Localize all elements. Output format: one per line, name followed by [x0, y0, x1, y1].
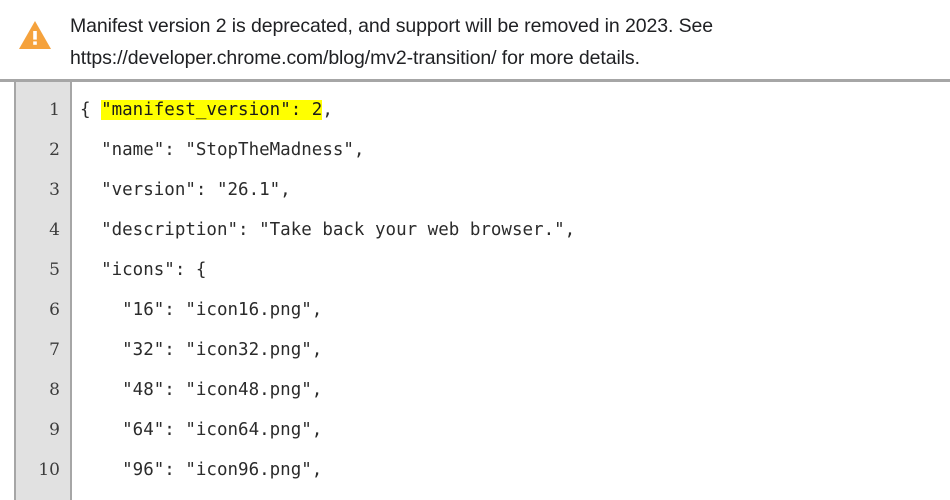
- line-number: 1: [49, 100, 60, 120]
- line-number: 6: [49, 300, 60, 320]
- highlighted-manifest-version-token: "manifest_version": 2: [101, 100, 323, 120]
- code-text: "icons": {: [80, 260, 207, 280]
- code-block-top-divider: [0, 79, 950, 82]
- code-text: "32": "icon32.png",: [80, 340, 323, 360]
- manifest-json-code-viewer: 1 2 3 4 5 6 7 8 9 10 { "manifest_version": 2, "na…: [14, 82, 950, 500]
- code-line: "icons": {: [80, 250, 950, 290]
- line-number: 7: [49, 340, 60, 360]
- code-line: { "manifest_version": 2,: [80, 90, 950, 130]
- warning-banner-text: Manifest version 2 is deprecated, and su…: [70, 15, 713, 69]
- code-text: "version": "26.1",: [80, 180, 291, 200]
- line-number: 4: [49, 220, 60, 240]
- line-number: 2: [49, 140, 60, 160]
- line-number-gutter: 1 2 3 4 5 6 7 8 9 10: [16, 82, 72, 500]
- line-number: 8: [49, 380, 60, 400]
- line-number: 10: [38, 460, 60, 480]
- code-line: "description": "Take back your web brows…: [80, 210, 950, 250]
- line-number: 9: [49, 420, 60, 440]
- code-text: "16": "icon16.png",: [80, 300, 323, 320]
- code-text: "name": "StopTheMadness",: [80, 140, 365, 160]
- code-text: "96": "icon96.png",: [80, 460, 323, 480]
- code-line: "name": "StopTheMadness",: [80, 130, 950, 170]
- code-text: "64": "icon64.png",: [80, 420, 323, 440]
- code-line: "48": "icon48.png",: [80, 370, 950, 410]
- manifest-deprecation-warning-banner: Manifest version 2 is deprecated, and su…: [0, 0, 950, 79]
- code-line: "32": "icon32.png",: [80, 330, 950, 370]
- code-line: "version": "26.1",: [80, 170, 950, 210]
- code-content-area[interactable]: { "manifest_version": 2, "name": "StopTh…: [72, 82, 950, 500]
- code-text: "description": "Take back your web brows…: [80, 220, 576, 240]
- code-line: "64": "icon64.png",: [80, 410, 950, 450]
- line-number: 5: [49, 260, 60, 280]
- code-text: ,: [322, 100, 333, 120]
- line-number: 3: [49, 180, 60, 200]
- code-text: "48": "icon48.png",: [80, 380, 323, 400]
- code-line: "16": "icon16.png",: [80, 290, 950, 330]
- code-text: {: [80, 100, 102, 120]
- code-line: "96": "icon96.png",: [80, 450, 950, 490]
- warning-triangle-icon: [0, 6, 70, 51]
